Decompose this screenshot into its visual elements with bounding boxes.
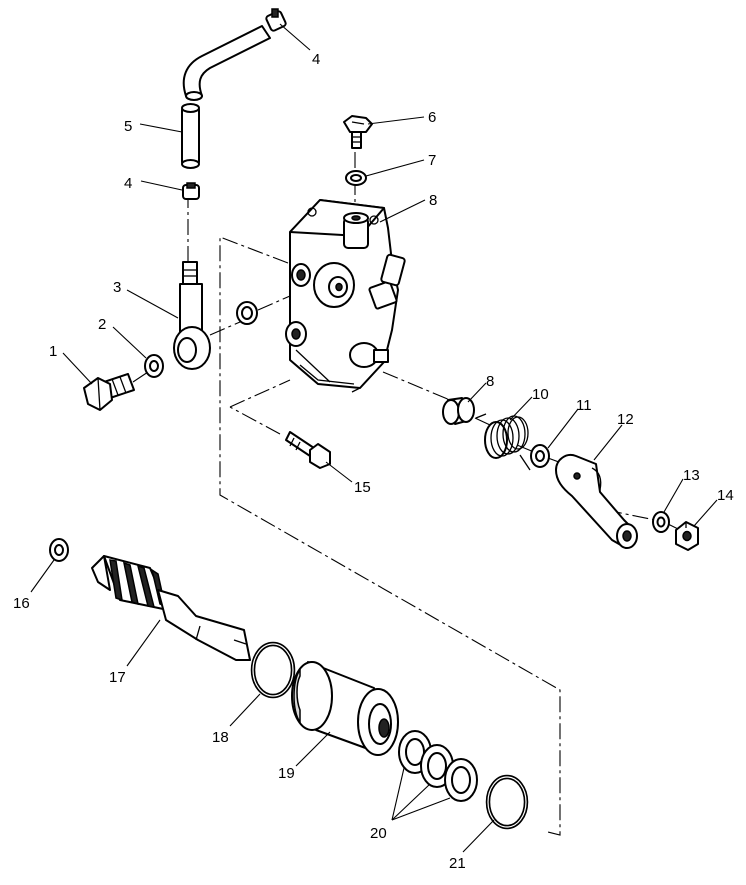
callout-19: 19 [278, 765, 295, 782]
callout-1: 1 [49, 343, 57, 360]
washer-11 [530, 444, 550, 468]
mounting-bolt [285, 431, 331, 469]
callout-9: 8 [486, 373, 494, 390]
washer-7 [345, 170, 367, 186]
banjo-fitting [173, 261, 211, 370]
control-lever [555, 454, 638, 549]
o-ring-18 [250, 641, 296, 699]
callout-labels: 4 5 6 7 4 8 3 2 1 8 10 11 12 13 14 15 16… [13, 51, 734, 872]
hose-pipe [181, 103, 200, 169]
drive-gear-shaft [91, 555, 251, 661]
oil-hose-bent [182, 25, 271, 101]
washer-fitting [236, 301, 258, 325]
callout-3: 3 [113, 279, 121, 296]
callout-10: 10 [532, 386, 549, 403]
callout-21: 21 [449, 855, 466, 872]
callout-15: 15 [354, 479, 371, 496]
banjo-bolt [83, 373, 135, 411]
callout-20: 20 [370, 825, 387, 842]
lock-nut [675, 521, 699, 551]
hose-clamp-lower [182, 182, 200, 200]
callout-8: 8 [429, 192, 437, 209]
callout-18: 18 [212, 729, 229, 746]
callout-16: 16 [13, 595, 30, 612]
callout-12: 12 [617, 411, 634, 428]
callout-2: 2 [98, 316, 106, 333]
callout-14: 14 [717, 487, 734, 504]
washer-16 [49, 538, 69, 562]
oil-pump-body [285, 199, 406, 393]
callout-5: 5 [124, 118, 132, 135]
callout-4-lower: 4 [124, 175, 132, 192]
callout-13: 13 [683, 467, 700, 484]
washer-2 [144, 354, 164, 378]
callout-7: 7 [428, 152, 436, 169]
callout-6: 6 [428, 109, 436, 126]
shim-washers [398, 730, 478, 802]
o-ring-21 [485, 774, 529, 830]
hose-clamp-top [265, 8, 287, 32]
washer-13 [652, 511, 670, 533]
callout-4-top: 4 [312, 51, 320, 68]
assembly-lines [132, 152, 685, 836]
bleed-screw [343, 115, 373, 149]
return-spring [475, 413, 531, 471]
pump-sleeve [291, 661, 399, 756]
callout-11: 11 [576, 397, 592, 414]
callout-17: 17 [109, 669, 126, 686]
leader-lines [30, 23, 718, 853]
collar [442, 397, 475, 425]
